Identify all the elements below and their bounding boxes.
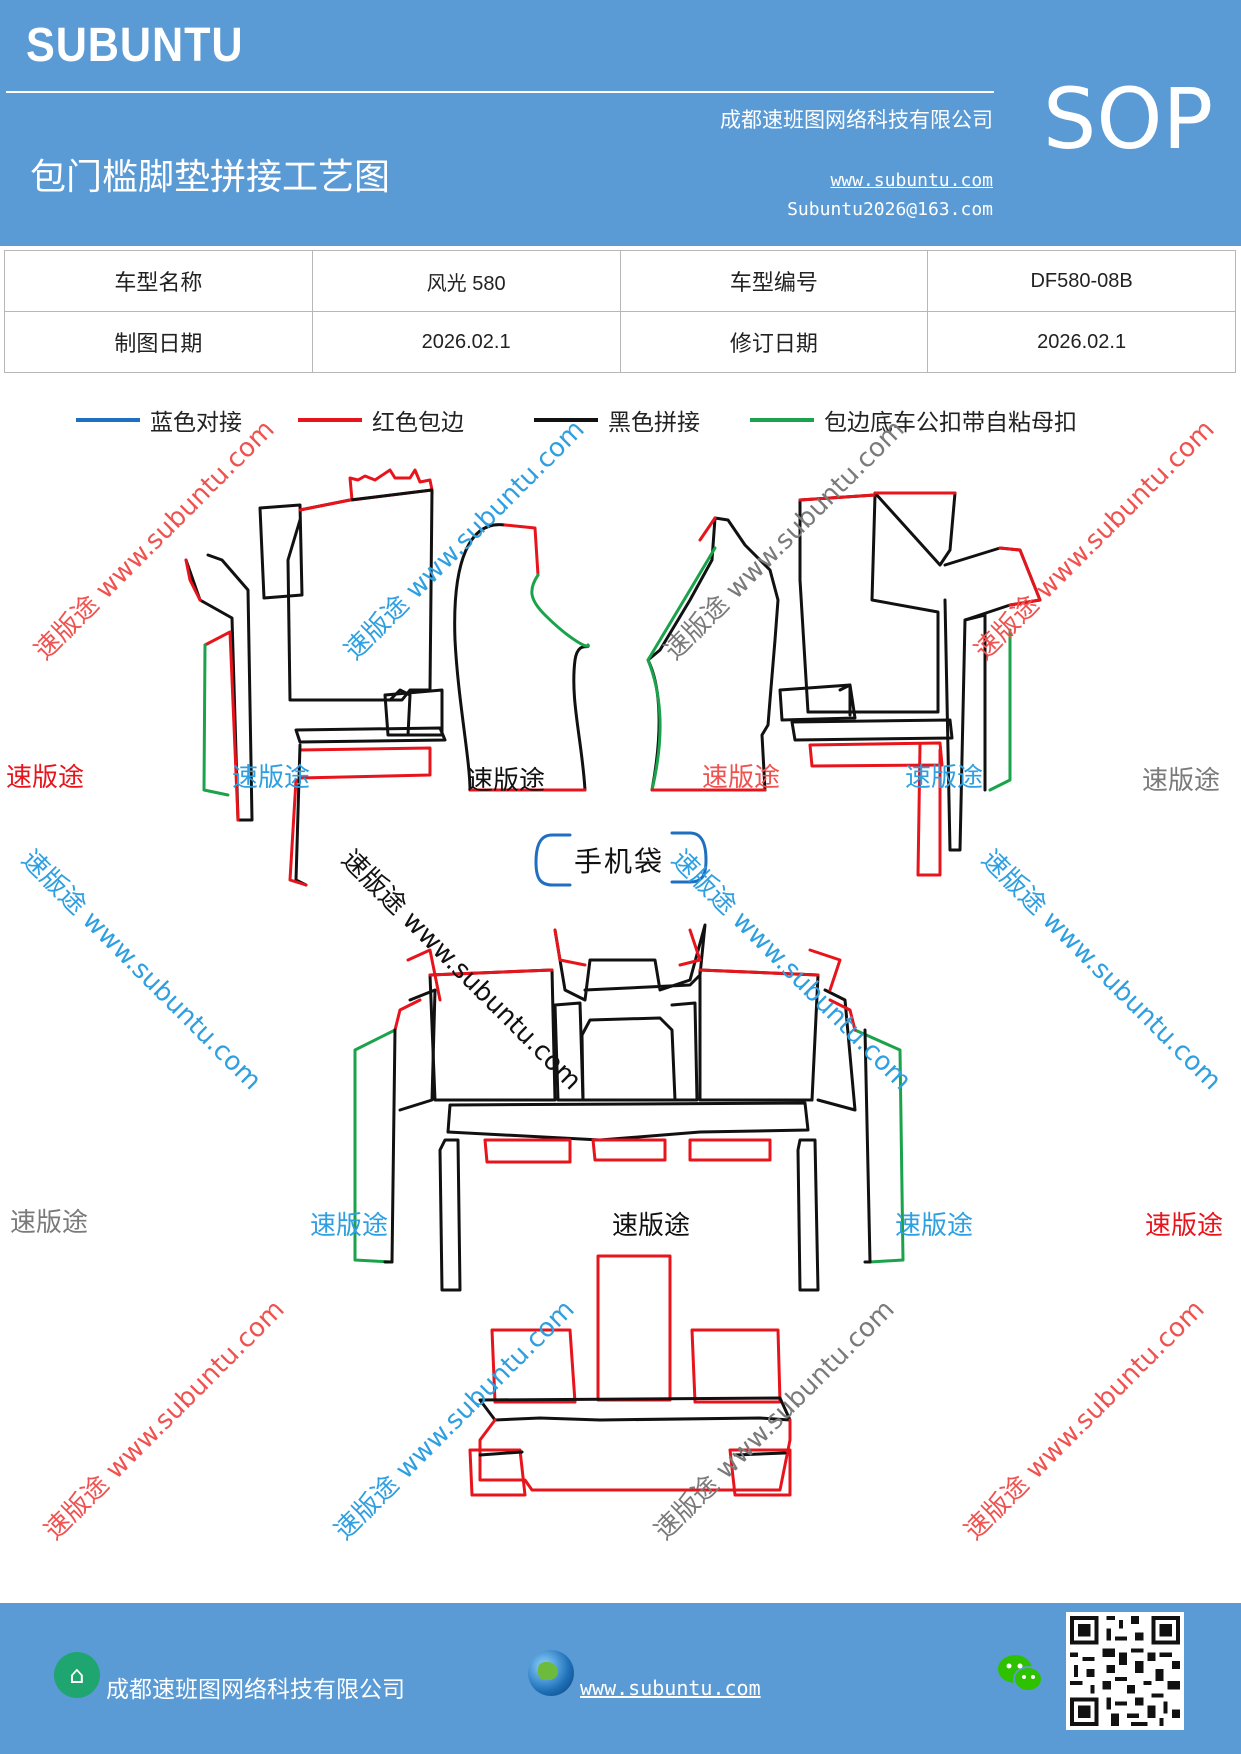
sop-label: SOP — [1043, 70, 1214, 168]
legend-swatch-blue — [76, 418, 140, 422]
legend-label: 红色包边 — [372, 410, 464, 436]
mat-piece-front-right-outer — [943, 546, 1042, 852]
model-code-value: DF580-08B — [927, 250, 1236, 312]
page-title: 包门槛脚垫拼接工艺图 — [30, 157, 391, 198]
legend-green: 包边底车公扣带自粘母扣 — [750, 400, 1077, 440]
legend-blue: 蓝色对接 — [76, 400, 242, 440]
watermark-label: 速版途 — [467, 766, 546, 796]
watermark-label: 速版途 — [10, 1208, 89, 1238]
model-name-value: 风光 580 — [311, 250, 621, 312]
watermark-label: 速版途 — [905, 763, 984, 793]
watermark-label: 速版途 — [232, 763, 311, 793]
brand-logo: SUBUNTU — [26, 19, 244, 72]
watermark-label: 速版途 — [612, 1211, 691, 1241]
header-website-link[interactable]: www.subuntu.com — [830, 170, 993, 191]
wechat-icon — [998, 1655, 1043, 1692]
legend-label: 黑色拼接 — [608, 410, 700, 436]
mat-piece-front-right-sill — [646, 516, 780, 792]
mat-piece-front-right-main — [778, 491, 957, 877]
mat-piece-front-left-sill — [453, 523, 590, 792]
home-icon: ⌂ — [54, 1652, 100, 1698]
watermark-label: 速版途 — [702, 763, 781, 793]
legend-black: 黑色拼接 — [534, 400, 700, 440]
table-row: 制图日期 2026.02.1 修订日期 2026.02.1 — [4, 311, 1236, 373]
header-divider — [6, 91, 994, 93]
legend-swatch-black — [534, 418, 598, 422]
model-code-label: 车型编号 — [619, 250, 929, 312]
watermark-label: 速版途 — [310, 1211, 389, 1241]
mat-piece-third-row — [468, 1254, 792, 1497]
draw-date-label: 制图日期 — [4, 311, 313, 373]
model-name-label: 车型名称 — [4, 250, 313, 312]
header-banner — [0, 0, 1241, 246]
table-row: 车型名称 风光 580 车型编号 DF580-08B — [4, 250, 1236, 312]
watermark-label: 速版途 — [895, 1211, 974, 1241]
revise-date-label: 修订日期 — [619, 311, 929, 373]
header-email[interactable]: Subuntu2026@163.com — [787, 199, 993, 220]
phone-pocket-label: 手机袋 — [574, 845, 665, 878]
legend-red: 红色包边 — [298, 400, 464, 440]
header-company: 成都速班图网络科技有限公司 — [720, 108, 993, 132]
qr-code-icon[interactable] — [1066, 1612, 1184, 1730]
footer-website-link[interactable]: www.subuntu.com — [580, 1676, 761, 1700]
mat-piece-front-left-outer — [184, 553, 254, 822]
legend-label: 包边底车公扣带自粘母扣 — [824, 410, 1077, 436]
mat-piece-front-left-main — [258, 468, 447, 887]
legend-label: 蓝色对接 — [150, 410, 242, 436]
revise-date-value: 2026.02.1 — [927, 311, 1236, 373]
legend-swatch-red — [298, 418, 362, 422]
phone-pocket — [534, 831, 708, 887]
watermark-label: 速版途 — [1142, 766, 1221, 796]
floor-mat-diagram — [184, 468, 1042, 1497]
watermark-label: 速版途 — [6, 763, 85, 793]
footer-company: 成都速班图网络科技有限公司 — [106, 1677, 405, 1703]
legend-swatch-green — [750, 418, 814, 422]
draw-date-value: 2026.02.1 — [311, 311, 621, 373]
info-table: 车型名称 风光 580 车型编号 DF580-08B 制图日期 2026.02.… — [4, 250, 1236, 373]
mat-piece-second-row — [353, 923, 905, 1292]
watermark-label: 速版途 — [1145, 1211, 1224, 1241]
globe-icon — [528, 1650, 574, 1696]
